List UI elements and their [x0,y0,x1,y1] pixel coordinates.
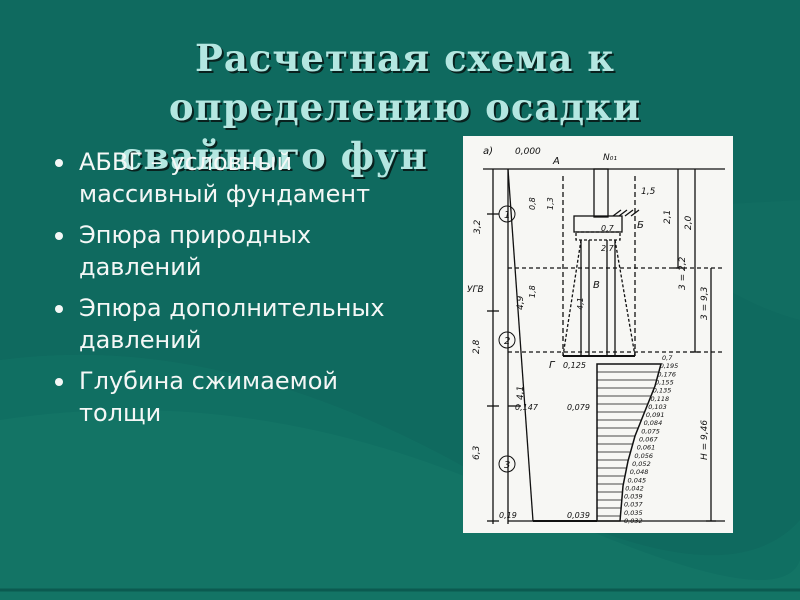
additional-pressure-value: 0,067 [639,436,658,444]
additional-pressure-value: 0,045 [628,476,647,484]
diagram-panel-label: а) [483,146,493,157]
bullet-item: АБВГ – условный массивный фундамент [55,146,385,210]
diagram-point-a: А [552,156,560,167]
bullet-item: Глубина сжимаемой толщи [55,365,385,429]
additional-pressure-value: 0,042 [625,484,644,492]
diagram-layer-3: 3 [504,460,510,471]
diagram-right-dim: 3 = 9,3 [700,286,710,320]
diagram-right-dim: 3 = 2,2 [678,256,688,290]
diagram-dim-0-7: 0,7 [601,224,615,233]
diagram-point-b: Б [637,220,644,231]
bullet-dot-icon [55,159,63,167]
additional-pressure-value: 0,035 [624,509,643,517]
diagram-dim-1-5: 1,5 [641,187,656,197]
additional-pressure-value: 0,048 [630,468,649,476]
slide-title-line-1: Расчетная схема к [195,36,615,80]
bullet-dot-icon [55,305,63,313]
additional-pressure-hatching [597,371,658,517]
diagram-point-g: Г [549,360,556,371]
diagram-mid-dim: 4,1 [576,297,585,310]
diagram-natural-value: 0,19 [499,511,517,520]
diagram-right-dim: H = 9,46 [700,420,710,460]
diagram-natural-value: 0,147 [515,403,539,412]
diagram-natural-value: 0,125 [563,361,586,370]
additional-pressure-value: 0,039 [624,493,643,501]
additional-pressure-values: 0,70,1950,1760,1550,1350,1180,1030,0910,… [624,354,678,525]
additional-pressure-value: 0,084 [644,419,663,427]
diagram-dim-2-7: 2,7 [601,244,615,253]
diagram-left-dim: 6,3 [472,445,482,460]
diagram-point-v: В [593,280,600,291]
additional-pressure-value: 0,032 [624,517,643,525]
additional-pressure-value: 0,7 [662,354,673,362]
diagram-right-dim: 2,1 [663,210,673,224]
diagram-load-label: N₀₁ [603,153,617,163]
diagram-left-dim: 4,9 [516,295,526,310]
bullet-dot-icon [55,378,63,386]
additional-pressure-value: 0,056 [634,452,653,460]
slide-title-line-2: определению осадки [168,85,642,129]
diagram-left-dim: 2,8 [472,339,482,354]
diagram-layer-1: 1 [504,210,510,221]
additional-pressure-value: 0,075 [641,427,660,435]
diagram-left-dim: 3,2 [473,219,483,234]
additional-pressure-value: 0,195 [660,362,679,370]
diagram-mid-dim: 1,3 [546,197,555,210]
additional-pressure-value: 0,091 [646,411,665,419]
diagram-natural-value: 0,039 [567,511,590,520]
bullet-item: Эпюра дополнительных давлений [55,292,385,356]
additional-pressure-value: 0,176 [657,370,676,378]
diagram-top-mark: 0,000 [515,147,541,157]
additional-pressure-value: 0,155 [655,378,674,386]
bullet-item: Эпюра природных давлений [55,219,385,283]
diagram-mid-dim: 0,8 [528,197,537,210]
additional-pressure-value: 0,135 [653,387,672,395]
additional-pressure-value: 0,103 [648,403,667,411]
diagram-right-dim: 2,0 [684,215,694,230]
diagram-left-dim: 4,1 [516,386,526,400]
additional-pressure-value: 0,118 [651,395,670,403]
settlement-scheme-drawing: а) 0,000 N₀₁ А Б В Г 1,5 2,7 0,7 УГВ 1 2… [467,146,725,525]
diagram-mid-dim: 1,8 [528,285,537,298]
diagram-gwl-label: УГВ [467,285,484,295]
additional-pressure-value: 0,052 [632,460,651,468]
slide-title-line-3: свайного фун [120,134,428,178]
bullet-dot-icon [55,232,63,240]
diagram-layer-2: 2 [504,336,510,347]
bullet-list: АБВГ – условный массивный фундамент Эпюр… [55,146,385,438]
diagram-natural-value: 0,079 [567,403,590,412]
additional-pressure-value: 0,037 [624,501,643,509]
additional-pressure-value: 0,061 [637,444,656,452]
settlement-scheme-figure: а) 0,000 N₀₁ А Б В Г 1,5 2,7 0,7 УГВ 1 2… [463,136,733,533]
